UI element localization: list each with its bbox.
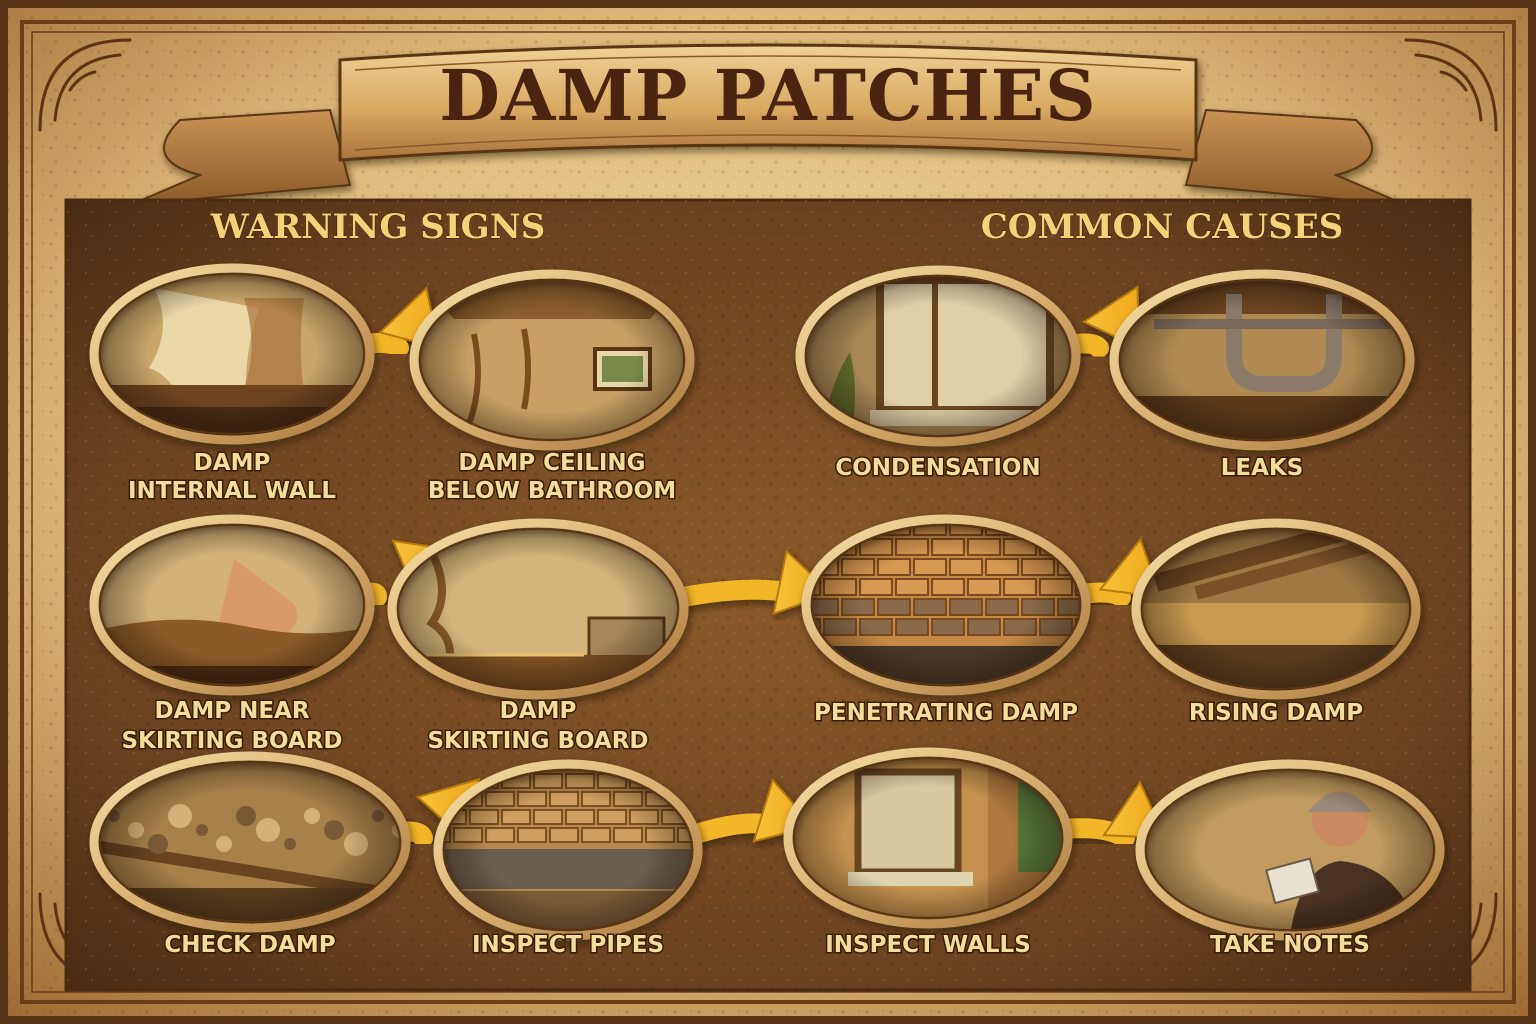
- rising-damp-frame: [1131, 518, 1421, 700]
- inspect-pipes-label-line: INSPECT PIPES: [472, 932, 664, 958]
- penetrating-damp-frame: [801, 514, 1091, 696]
- node-inspect-pipes: INSPECT PIPES: [433, 759, 703, 960]
- penetrating-damp-label-line: PENETRATING DAMP: [814, 700, 1078, 726]
- condensation-label-line: CONDENSATION: [835, 455, 1040, 481]
- check-damp-label: CHECK DAMP: [164, 932, 335, 958]
- inner-border: [20, 20, 1516, 1004]
- check-damp-frame: [89, 751, 411, 933]
- rising-damp-label-line: RISING DAMP: [1189, 700, 1363, 726]
- take-notes-label: TAKE NOTES: [1210, 932, 1370, 958]
- inspect-walls-frame: [783, 747, 1073, 929]
- inner-border-thin: [31, 31, 1505, 993]
- damp-internal-wall-frame: [89, 263, 375, 445]
- node-take-notes: TAKE NOTES: [1135, 759, 1445, 960]
- leaks-label-line: LEAKS: [1221, 455, 1304, 481]
- peeling-wall-illustration: [94, 268, 370, 440]
- damp-near-skirting-frame: [89, 514, 375, 696]
- warning-signs-heading: WARNING SIGNS: [210, 207, 546, 247]
- penetrating-damp-label: PENETRATING DAMP: [814, 700, 1078, 726]
- page-title: DAMP PATCHES: [439, 54, 1096, 137]
- node-damp-near-skirting: DAMP NEAR SKIRTING BOARD: [89, 514, 375, 756]
- rising-damp-label: RISING DAMP: [1189, 700, 1363, 726]
- inspect-walls-label: INSPECT WALLS: [825, 932, 1031, 958]
- damp-ceiling-label-line: BELOW BATHROOM: [428, 478, 676, 504]
- common-causes-heading: COMMON CAUSES: [981, 207, 1344, 247]
- condensation-frame: [795, 265, 1081, 447]
- damp-skirting-frame: [387, 518, 689, 700]
- damp-near-skirting-label-line: DAMP NEAR: [154, 698, 309, 724]
- damp-internal-wall-label-line: DAMP: [194, 450, 271, 476]
- damp-near-skirting-label-line: SKIRTING BOARD: [121, 728, 342, 754]
- node-check-damp: CHECK DAMP: [89, 751, 411, 960]
- damp-skirting-label-line: SKIRTING BOARD: [427, 728, 648, 754]
- node-condensation: CONDENSATION: [795, 265, 1081, 483]
- inspect-walls-label-line: INSPECT WALLS: [825, 932, 1031, 958]
- damp-ceiling-label-line: DAMP CEILING: [458, 450, 645, 476]
- check-damp-label-line: CHECK DAMP: [164, 932, 335, 958]
- damp-ceiling-frame: [409, 269, 695, 451]
- damp-internal-wall-label-line: INTERNAL WALL: [128, 478, 336, 504]
- inspect-pipes-label: INSPECT PIPES: [472, 932, 664, 958]
- node-penetrating-damp: PENETRATING DAMP: [801, 514, 1091, 728]
- title-ribbon: [129, 43, 1407, 206]
- take-notes-label-line: TAKE NOTES: [1210, 932, 1370, 958]
- leaks-label: LEAKS: [1221, 455, 1304, 481]
- take-notes-frame: [1135, 759, 1445, 941]
- node-damp-skirting: DAMP SKIRTING BOARD: [387, 518, 689, 756]
- inspect-pipes-frame: [433, 759, 703, 941]
- leaks-frame: [1109, 269, 1415, 451]
- condensation-label: CONDENSATION: [835, 455, 1040, 481]
- damp-near-skirting-label: DAMP NEAR SKIRTING BOARD: [121, 698, 342, 754]
- damp-skirting-label-line: DAMP: [500, 698, 577, 724]
- damp-skirting-label: DAMP SKIRTING BOARD: [427, 698, 648, 754]
